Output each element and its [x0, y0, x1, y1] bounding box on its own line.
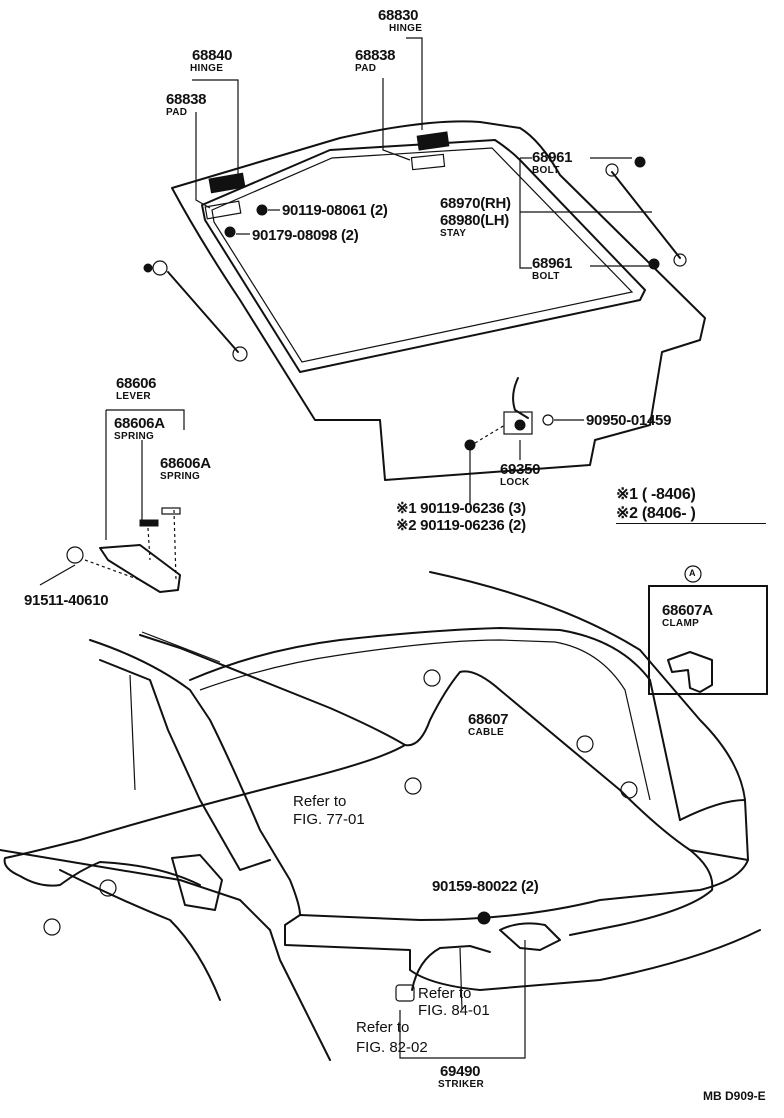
clamp-marker-label: A: [689, 568, 696, 578]
refer-to-77-label: Refer to: [293, 793, 347, 810]
part-number-68830: 68830: [378, 7, 419, 24]
striker-69490-shape: [395, 911, 561, 1059]
legend-1: ※1 ( -8406): [616, 486, 696, 503]
part-name-spring: SPRING: [114, 431, 155, 442]
part-name-bolt: BOLT: [532, 165, 560, 176]
clamp-68607A-shape: [667, 651, 713, 693]
leader-lines-top: [192, 37, 652, 505]
refer-to-84-label: Refer to: [418, 985, 472, 1002]
legend-divider: [616, 523, 766, 524]
part-name-pad: PAD: [166, 107, 188, 118]
refer-to-fig-82-02: FIG. 82-02: [356, 1039, 428, 1056]
circle-a-markers: [43, 565, 702, 936]
bolt-90119-shape: [256, 204, 268, 216]
part-number-68607: 68607: [468, 711, 509, 728]
bolt-90179-08098: 90179-08098 (2): [252, 227, 359, 244]
part-number-68961: 68961: [532, 255, 573, 272]
hinge-68840-shape: [204, 172, 246, 220]
part-number-68838: 68838: [355, 47, 396, 64]
part-name-lever: LEVER: [116, 391, 151, 402]
clamp-detail-box: [648, 585, 768, 695]
part-number-68838: 68838: [166, 91, 207, 108]
part-number-68606A: 68606A: [160, 455, 211, 472]
refer-to-82-label: Refer to: [356, 1019, 410, 1036]
part-name-spring: SPRING: [160, 471, 201, 482]
legend-2: ※2 (8406- ): [616, 505, 696, 522]
bolt-90179-shape: [224, 226, 236, 238]
part-name-pad: PAD: [355, 63, 377, 74]
bolt-90119-08061: 90119-08061 (2): [282, 202, 388, 219]
part-name-clamp: CLAMP: [662, 618, 700, 629]
part-number-68606: 68606: [116, 375, 157, 392]
stay-left: [143, 260, 248, 362]
part-number-69350: 69350: [500, 461, 541, 478]
part-number-68980: 68980(LH): [440, 212, 509, 229]
note-1: ※1 90119-06236 (3): [396, 500, 526, 517]
note-2: ※2 90119-06236 (2): [396, 517, 526, 534]
back-door-panel: [171, 120, 706, 481]
cable-68607-shape: [3, 631, 714, 936]
part-number-91511-40610: 91511-40610: [24, 592, 109, 609]
part-number-68840: 68840: [192, 47, 233, 64]
refer-to-fig-77-01: FIG. 77-01: [293, 811, 365, 828]
lock-69350-shape: [464, 377, 554, 451]
diagram-code: MB D909-E: [703, 1089, 766, 1103]
car-body: [0, 571, 761, 1061]
part-name-striker: STRIKER: [438, 1079, 484, 1090]
part-name-stay: STAY: [440, 228, 467, 239]
part-number-90159-80022: 90159-80022 (2): [432, 878, 539, 895]
hinge-68830-shape: [410, 131, 450, 171]
part-name-hinge: HINGE: [190, 63, 224, 74]
stay-right: [605, 156, 687, 270]
part-name-bolt: BOLT: [532, 271, 560, 282]
part-number-68607A: 68607A: [662, 602, 713, 619]
part-name-lock: LOCK: [500, 477, 530, 488]
part-number-90950-01459: 90950-01459: [586, 412, 672, 429]
part-number-69490: 69490: [440, 1063, 481, 1080]
part-name-hinge: HINGE: [389, 23, 423, 34]
part-number-68961: 68961: [532, 149, 573, 166]
refer-to-fig-84-01: FIG. 84-01: [418, 1002, 490, 1019]
lever-68606-shape: [39, 409, 185, 593]
part-number-68606A: 68606A: [114, 415, 165, 432]
part-name-cable: CABLE: [468, 727, 504, 738]
part-number-68970: 68970(RH): [440, 195, 511, 212]
